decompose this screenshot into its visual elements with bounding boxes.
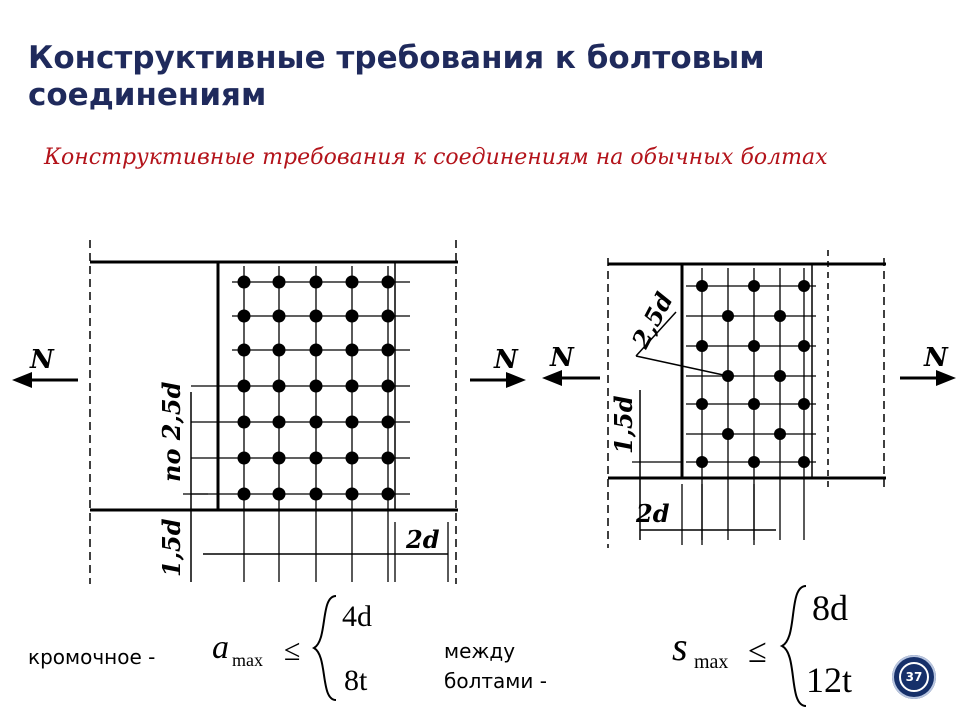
bolt: [798, 456, 810, 468]
bolt: [345, 415, 359, 429]
bolt: [798, 340, 810, 352]
edge-distance-caption: кромочное -: [28, 645, 156, 669]
right-dim-horizontal: 2d: [635, 499, 670, 528]
formula-a-case1: 4d: [342, 600, 372, 633]
bolt: [381, 379, 395, 393]
right-dim-diagonal: 2,5d: [625, 287, 679, 353]
bolt: [381, 309, 395, 323]
formula-a-case2: 8t: [344, 664, 368, 697]
bolt: [272, 343, 286, 357]
bolt: [309, 379, 323, 393]
bolt: [237, 275, 251, 289]
left-dim-edge: 1,5d: [157, 518, 186, 577]
bolt: [309, 451, 323, 465]
slide-title: Конструктивные требования к болтовым сое…: [28, 40, 765, 113]
left-diagram-svg: N N по 2,5d 1,5d 2d: [12, 240, 526, 584]
bolt: [272, 487, 286, 501]
left-force-label-left: N: [29, 345, 55, 375]
bolt: [381, 487, 395, 501]
bolt: [798, 398, 810, 410]
bolt: [345, 379, 359, 393]
page-number: 37: [899, 662, 929, 692]
bolt: [748, 456, 760, 468]
formula-s-case1: 8d: [812, 588, 848, 628]
bolt: [748, 340, 760, 352]
bolt: [381, 415, 395, 429]
left-bolt-diagram: N N по 2,5d 1,5d 2d: [8, 232, 528, 584]
bolt: [381, 343, 395, 357]
bolt: [237, 487, 251, 501]
left-dim-vertical: по 2,5d: [157, 381, 186, 482]
bolt: [722, 310, 734, 322]
formula-s-relation: ≤: [748, 633, 767, 670]
bolt: [774, 428, 786, 440]
right-dim-edge: 1,5d: [609, 395, 638, 454]
bolt: [345, 451, 359, 465]
formula-a-relation: ≤: [284, 634, 300, 667]
bolt: [696, 280, 708, 292]
formula-a-symbol: a: [212, 629, 229, 666]
page-number-badge: 37: [892, 655, 936, 699]
bolt: [237, 379, 251, 393]
bolt: [309, 309, 323, 323]
bolt: [237, 415, 251, 429]
bolt: [345, 309, 359, 323]
left-dim-horizontal: 2d: [405, 525, 440, 554]
edge-distance-formula: a max ≤ 4d 8t: [208, 588, 408, 708]
bolt: [345, 487, 359, 501]
formula-a-svg: a max ≤ 4d 8t: [212, 595, 372, 701]
bolt: [237, 309, 251, 323]
formula-s-svg: s max ≤ 8d 12t: [672, 585, 852, 707]
bolt-spacing-formula: s max ≤ 8d 12t: [668, 580, 878, 710]
bolt: [381, 451, 395, 465]
slide-subtitle: Конструктивные требования к соединениям …: [44, 145, 828, 170]
formula-s-case2: 12t: [806, 660, 852, 700]
bolt: [309, 343, 323, 357]
bolt: [309, 487, 323, 501]
bolt: [748, 398, 760, 410]
bolt: [798, 280, 810, 292]
right-force-label-left: N: [549, 343, 575, 373]
bolt: [722, 428, 734, 440]
bolt: [774, 310, 786, 322]
right-bolt-diagram: N N 2,5d 1,5d 2d: [536, 240, 960, 552]
bolt: [272, 275, 286, 289]
bolt: [309, 415, 323, 429]
formula-a-subscript: max: [232, 650, 263, 670]
right-force-label-right: N: [923, 343, 949, 373]
bolt: [696, 456, 708, 468]
bolt: [309, 275, 323, 289]
bolt: [345, 275, 359, 289]
bolt: [272, 451, 286, 465]
bolt: [272, 415, 286, 429]
bolt-spacing-caption: между болтами -: [444, 639, 547, 693]
bolt: [696, 398, 708, 410]
left-force-label-right: N: [493, 345, 519, 375]
bolt: [774, 370, 786, 382]
bolt: [272, 379, 286, 393]
bolt: [237, 451, 251, 465]
formula-s-subscript: max: [694, 651, 728, 673]
bolt: [237, 343, 251, 357]
bolt: [748, 280, 760, 292]
bolt: [272, 309, 286, 323]
formula-s-symbol: s: [672, 624, 688, 669]
bolt: [381, 275, 395, 289]
bolt: [345, 343, 359, 357]
right-diagram-svg: N N 2,5d 1,5d 2d: [542, 250, 956, 548]
bolt: [696, 340, 708, 352]
